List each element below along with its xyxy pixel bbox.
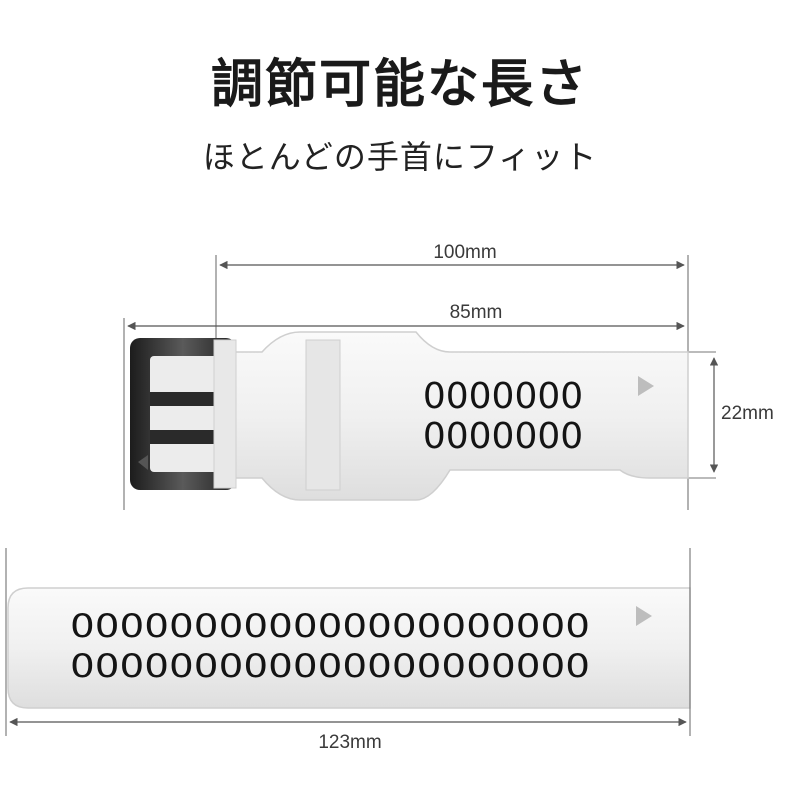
long-strap-holes-row-1: 000000000000000000000 [70,607,590,645]
dimension-85mm: 85mm [123,302,685,510]
strap-holes-row-1: 0000000 [423,376,583,417]
tip-arrow-icon [638,376,654,396]
page-subtitle: ほとんどの手首にフィット [202,138,598,176]
long-strap: 000000000000000000000 000000000000000000… [7,587,691,709]
tip-arrow-icon [636,606,652,626]
page-title: 調節可能な長さ [210,55,589,115]
short-strap: 0000000 0000000 [231,331,689,501]
dimension-label-123mm: 123mm [318,732,381,753]
dimension-label-100mm: 100mm [433,242,496,263]
strap-holes-row-2: 0000000 [423,416,583,457]
dimension-label-22mm: 22mm [721,403,774,424]
dimension-100mm: 100mm [215,242,689,510]
long-strap-holes-row-2: 000000000000000000000 [70,647,590,685]
buckle [130,338,237,490]
dimension-label-85mm: 85mm [450,302,503,323]
dimension-123mm: 123mm [5,548,691,753]
